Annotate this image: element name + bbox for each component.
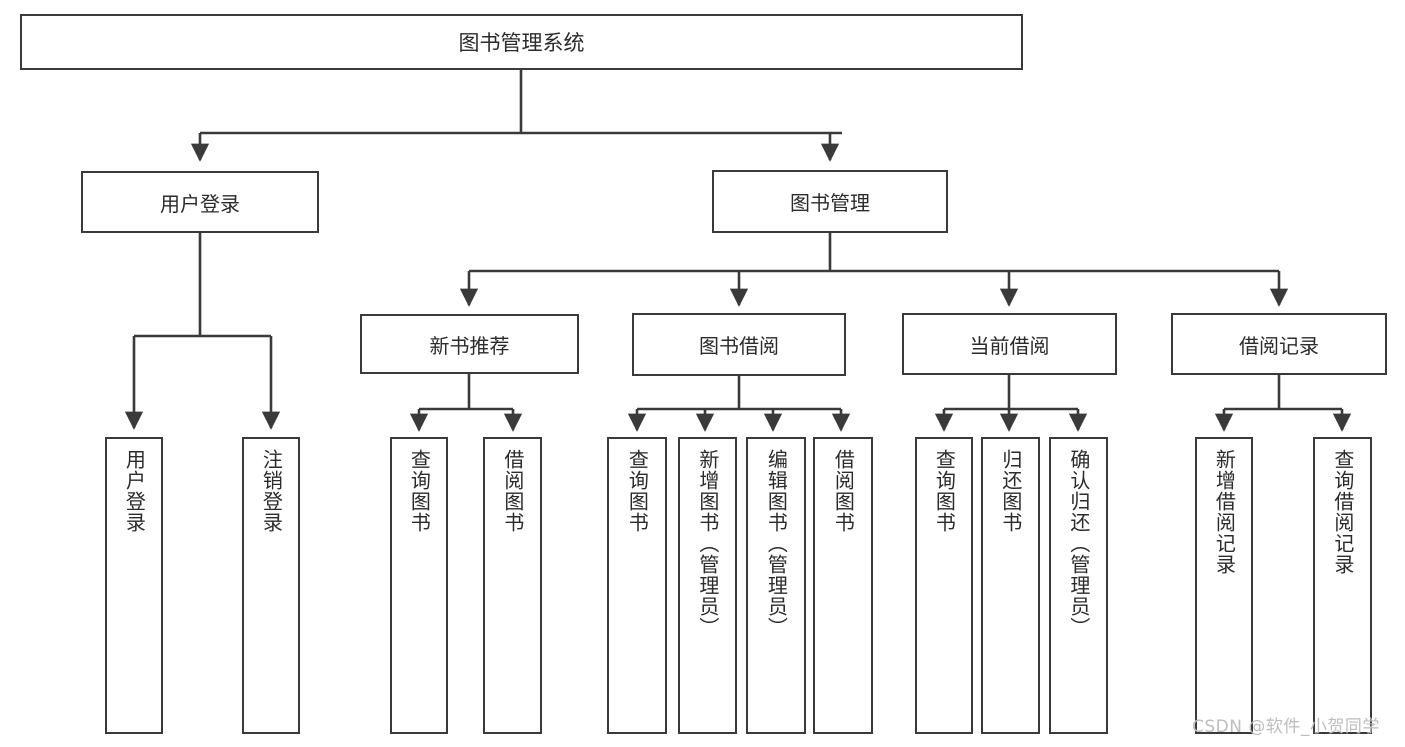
node-label: 借阅图书 [500,449,525,533]
node-user-login[interactable]: 用户登录 [81,171,319,233]
node-current-borrow[interactable]: 当前借阅 [902,313,1117,375]
leaf-query-borrow-record[interactable]: 查询借阅记录 [1313,437,1372,734]
node-book-borrow[interactable]: 图书借阅 [632,313,846,376]
node-label: 借阅图书 [831,449,856,533]
leaf-return-book[interactable]: 归还图书 [981,437,1040,734]
node-label: 新增借阅记录 [1212,449,1237,575]
leaf-confirm-return-admin[interactable]: 确认归还（管理员） [1049,437,1108,734]
node-label: 用户登录 [160,191,240,216]
leaf-query-book-recommend[interactable]: 查询图书 [390,437,448,734]
node-new-book-recommend[interactable]: 新书推荐 [360,314,579,374]
leaf-edit-book-admin[interactable]: 编辑图书（管理员） [746,437,806,734]
node-label: 新书推荐 [429,333,510,358]
node-label: 图书借阅 [699,334,779,358]
leaf-add-book-admin[interactable]: 新增图书（管理员） [678,437,737,734]
node-label: 确认归还（管理员） [1066,449,1091,638]
node-label: 图书管理系统 [458,31,585,55]
node-label: 新增图书（管理员） [695,449,720,638]
node-label: 查询借阅记录 [1330,449,1355,575]
node-label: 编辑图书（管理员） [764,449,789,638]
node-borrow-record[interactable]: 借阅记录 [1171,313,1387,375]
leaf-logout[interactable]: 注销登录 [242,437,300,734]
node-label: 用户登录 [122,449,147,533]
csdn-watermark: CSDN @软件_小贺同学 [1192,717,1380,737]
node-label: 查询图书 [407,449,432,533]
leaf-add-borrow-record[interactable]: 新增借阅记录 [1195,437,1253,734]
node-root[interactable]: 图书管理系统 [20,14,1023,70]
leaf-query-book-current[interactable]: 查询图书 [915,437,973,734]
node-label: 图书管理 [790,191,870,215]
node-label: 归还图书 [998,449,1023,533]
node-label: 当前借阅 [969,333,1050,358]
leaf-query-book-borrow[interactable]: 查询图书 [607,437,667,734]
node-label: 查询图书 [625,449,650,533]
node-label: 查询图书 [932,449,957,533]
node-book-management[interactable]: 图书管理 [712,170,948,233]
node-label: 借阅记录 [1239,333,1319,358]
leaf-user-login[interactable]: 用户登录 [105,437,163,734]
leaf-borrow-book-recommend[interactable]: 借阅图书 [483,437,542,734]
leaf-borrow-book[interactable]: 借阅图书 [813,437,873,734]
node-label: 注销登录 [259,449,284,533]
